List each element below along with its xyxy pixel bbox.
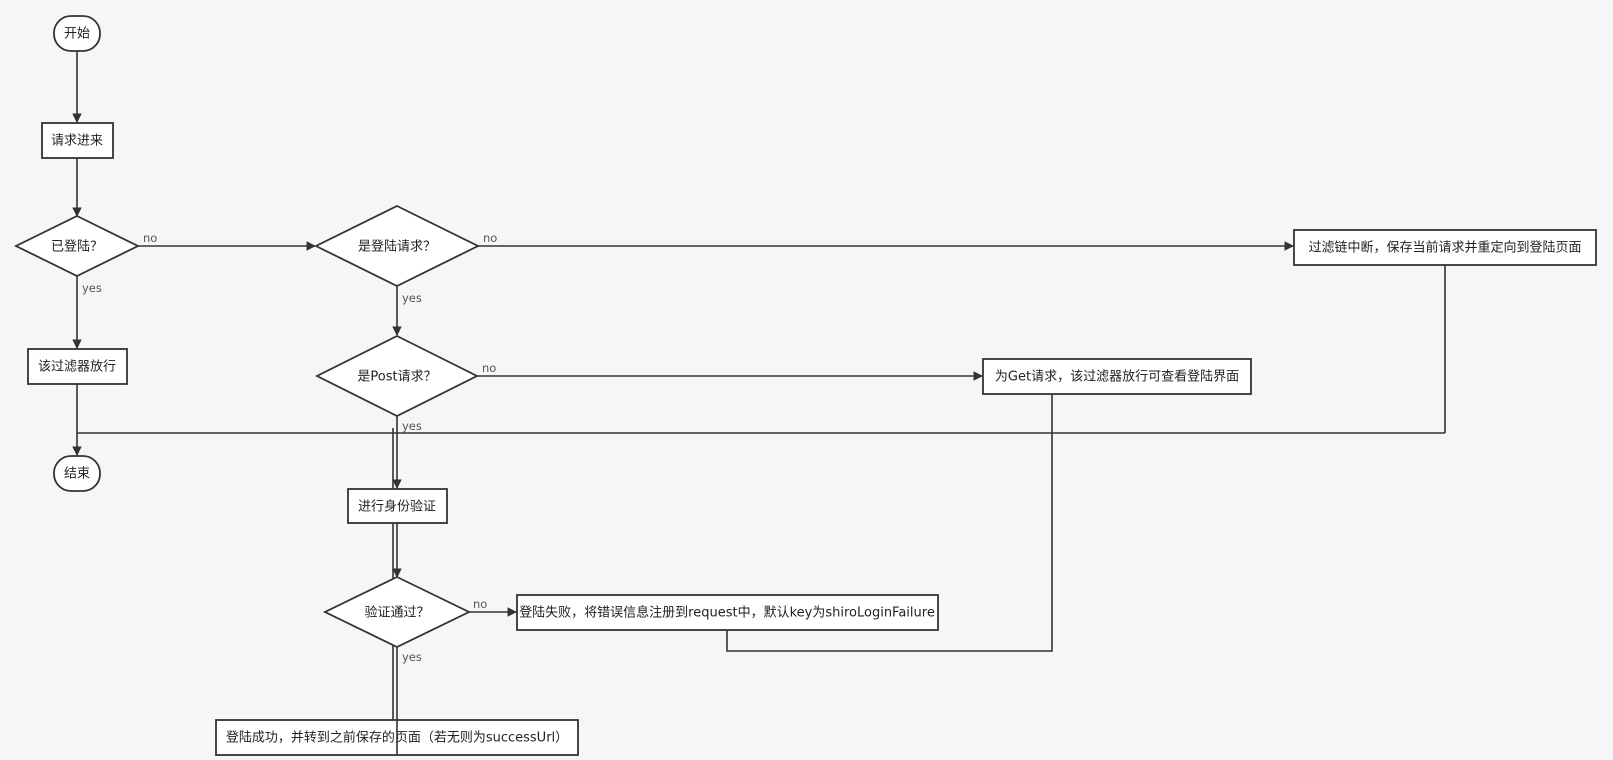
edge-failure-to-bus [726, 433, 1053, 652]
is-post-request-label: 是Post请求？ [357, 370, 436, 385]
get-request-pass-node: 为Get请求，该过滤器放行可查看登陆界面 [982, 358, 1252, 395]
login-failure-label: 登陆失败，将错误信息注册到request中，默认key为shiroLoginFa… [519, 605, 935, 621]
start-node: 开始 [53, 15, 101, 52]
edge-label-logged-yes: yes [82, 281, 102, 295]
request-in-label: 请求进来 [51, 134, 103, 149]
filter-pass-label: 该过滤器放行 [38, 360, 116, 375]
authenticate-label: 进行身份验证 [358, 499, 436, 515]
edge-label-login-request-no: no [483, 231, 497, 245]
edge-label-post-no: no [482, 361, 496, 375]
authenticate-node: 进行身份验证 [347, 488, 448, 524]
filter-pass-node: 该过滤器放行 [27, 348, 128, 385]
edge-labels: no yes no yes no yes no yes [82, 231, 497, 664]
start-label: 开始 [64, 27, 90, 42]
auth-passed-decision: 验证通过？ [322, 575, 472, 649]
edge-label-auth-yes: yes [402, 650, 422, 664]
edge-label-logged-no: no [143, 231, 157, 245]
is-login-request-decision: 是登陆请求？ [313, 204, 481, 288]
edge-label-auth-no: no [473, 597, 487, 611]
end-label: 结束 [64, 467, 90, 482]
is-login-request-label: 是登陆请求？ [358, 239, 436, 255]
interrupt-redirect-label: 过滤链中断，保存当前请求并重定向到登陆页面 [1308, 240, 1581, 256]
auth-passed-label: 验证通过？ [364, 605, 429, 621]
get-request-pass-label: 为Get请求，该过滤器放行可查看登陆界面 [995, 369, 1239, 385]
is-logged-in-label: 已登陆？ [51, 239, 103, 255]
edge-label-login-request-yes: yes [402, 291, 422, 305]
is-logged-in-decision: 已登陆？ [13, 214, 141, 278]
is-post-request-decision: 是Post请求？ [314, 334, 480, 418]
edge-label-post-yes: yes [402, 419, 422, 433]
interrupt-redirect-node: 过滤链中断，保存当前请求并重定向到登陆页面 [1293, 229, 1597, 266]
end-node: 结束 [53, 455, 101, 492]
request-in-node: 请求进来 [41, 122, 114, 159]
login-failure-node: 登陆失败，将错误信息注册到request中，默认key为shiroLoginFa… [516, 594, 939, 631]
edges [72, 51, 1446, 755]
